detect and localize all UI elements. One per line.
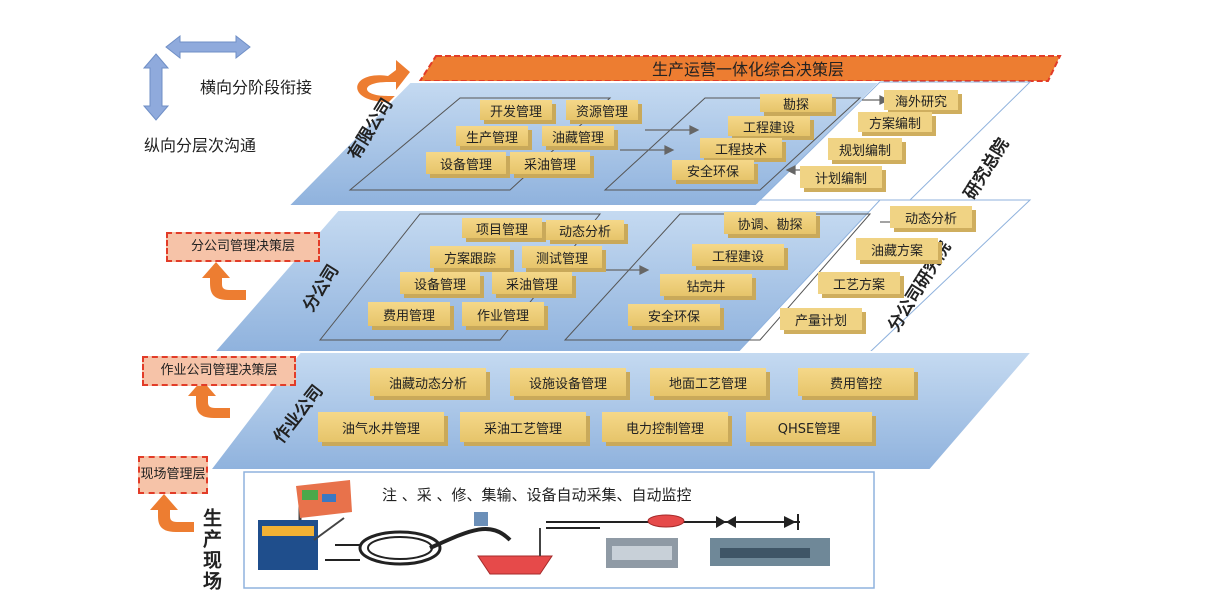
box-branch-left-0: 项目管理 — [462, 218, 542, 238]
box-operation-row1-0: 油藏动态分析 — [370, 368, 486, 396]
box-limited-right-2: 工程技术 — [700, 138, 782, 158]
box-branch-left-1: 动态分析 — [546, 220, 624, 240]
box-institute-branch-0: 动态分析 — [890, 206, 972, 228]
top-bar-label: 生产运营一体化综合决策层 — [651, 60, 844, 79]
top-decision-bar — [418, 55, 1062, 82]
box-operation-row2-1: 采油工艺管理 — [460, 412, 586, 442]
operation-mgmt-label: 作业公司管理决策层 — [142, 356, 296, 386]
box-branch-right-0: 协调、勘探 — [724, 212, 816, 234]
site-caption: 注 、采 、修、集输、设备自动采集、自动监控 — [382, 486, 692, 504]
box-operation-row1-2: 地面工艺管理 — [650, 368, 766, 396]
box-limited-left-3: 油藏管理 — [542, 126, 614, 146]
site-mgmt-label: 现场管理层 — [138, 456, 208, 494]
box-branch-right-1: 工程建设 — [692, 244, 784, 266]
box-branch-left-7: 作业管理 — [462, 302, 544, 326]
box-institute-top-2: 规划编制 — [828, 138, 902, 160]
box-branch-left-2: 方案跟踪 — [430, 246, 510, 268]
orange-uturn-arrow — [357, 60, 410, 102]
legend-arrows — [142, 34, 251, 121]
box-branch-left-3: 测试管理 — [522, 246, 602, 268]
box-institute-branch-1: 油藏方案 — [856, 238, 938, 260]
box-limited-right-0: 勘探 — [760, 94, 832, 113]
legend-horizontal-label: 横向分阶段衔接 — [200, 78, 313, 97]
box-institute-branch-2: 工艺方案 — [818, 272, 900, 294]
box-operation-row2-2: 电力控制管理 — [602, 412, 728, 442]
site-illustrations — [258, 480, 830, 575]
box-limited-left-1: 资源管理 — [566, 100, 638, 120]
box-operation-row1-3: 费用管控 — [798, 368, 914, 396]
box-institute-top-0: 海外研究 — [884, 90, 958, 110]
box-limited-right-3: 安全环保 — [672, 160, 754, 180]
box-limited-left-0: 开发管理 — [480, 100, 552, 120]
box-operation-row2-0: 油气水井管理 — [318, 412, 444, 442]
box-limited-left-4: 设备管理 — [426, 152, 506, 174]
orange-up-arrows — [150, 262, 246, 532]
box-operation-row2-3: QHSE管理 — [746, 412, 872, 442]
box-institute-branch-3: 产量计划 — [780, 308, 862, 330]
legend-vertical-label: 纵向分层次沟通 — [144, 136, 257, 155]
box-branch-right-3: 安全环保 — [628, 304, 720, 326]
box-limited-left-2: 生产管理 — [456, 126, 528, 146]
box-operation-row1-1: 设施设备管理 — [510, 368, 626, 396]
box-institute-top-1: 方案编制 — [858, 112, 932, 132]
box-branch-left-6: 费用管理 — [368, 302, 450, 326]
box-branch-left-5: 采油管理 — [492, 272, 572, 294]
box-limited-right-1: 工程建设 — [728, 116, 810, 136]
box-limited-left-5: 采油管理 — [510, 152, 590, 174]
production-site-label: 生产现场 — [200, 508, 222, 592]
box-institute-top-3: 计划编制 — [800, 166, 882, 188]
box-branch-left-4: 设备管理 — [400, 272, 480, 294]
box-branch-right-2: 钻完井 — [660, 274, 752, 296]
branch-mgmt-label: 分公司管理决策层 — [166, 232, 320, 262]
